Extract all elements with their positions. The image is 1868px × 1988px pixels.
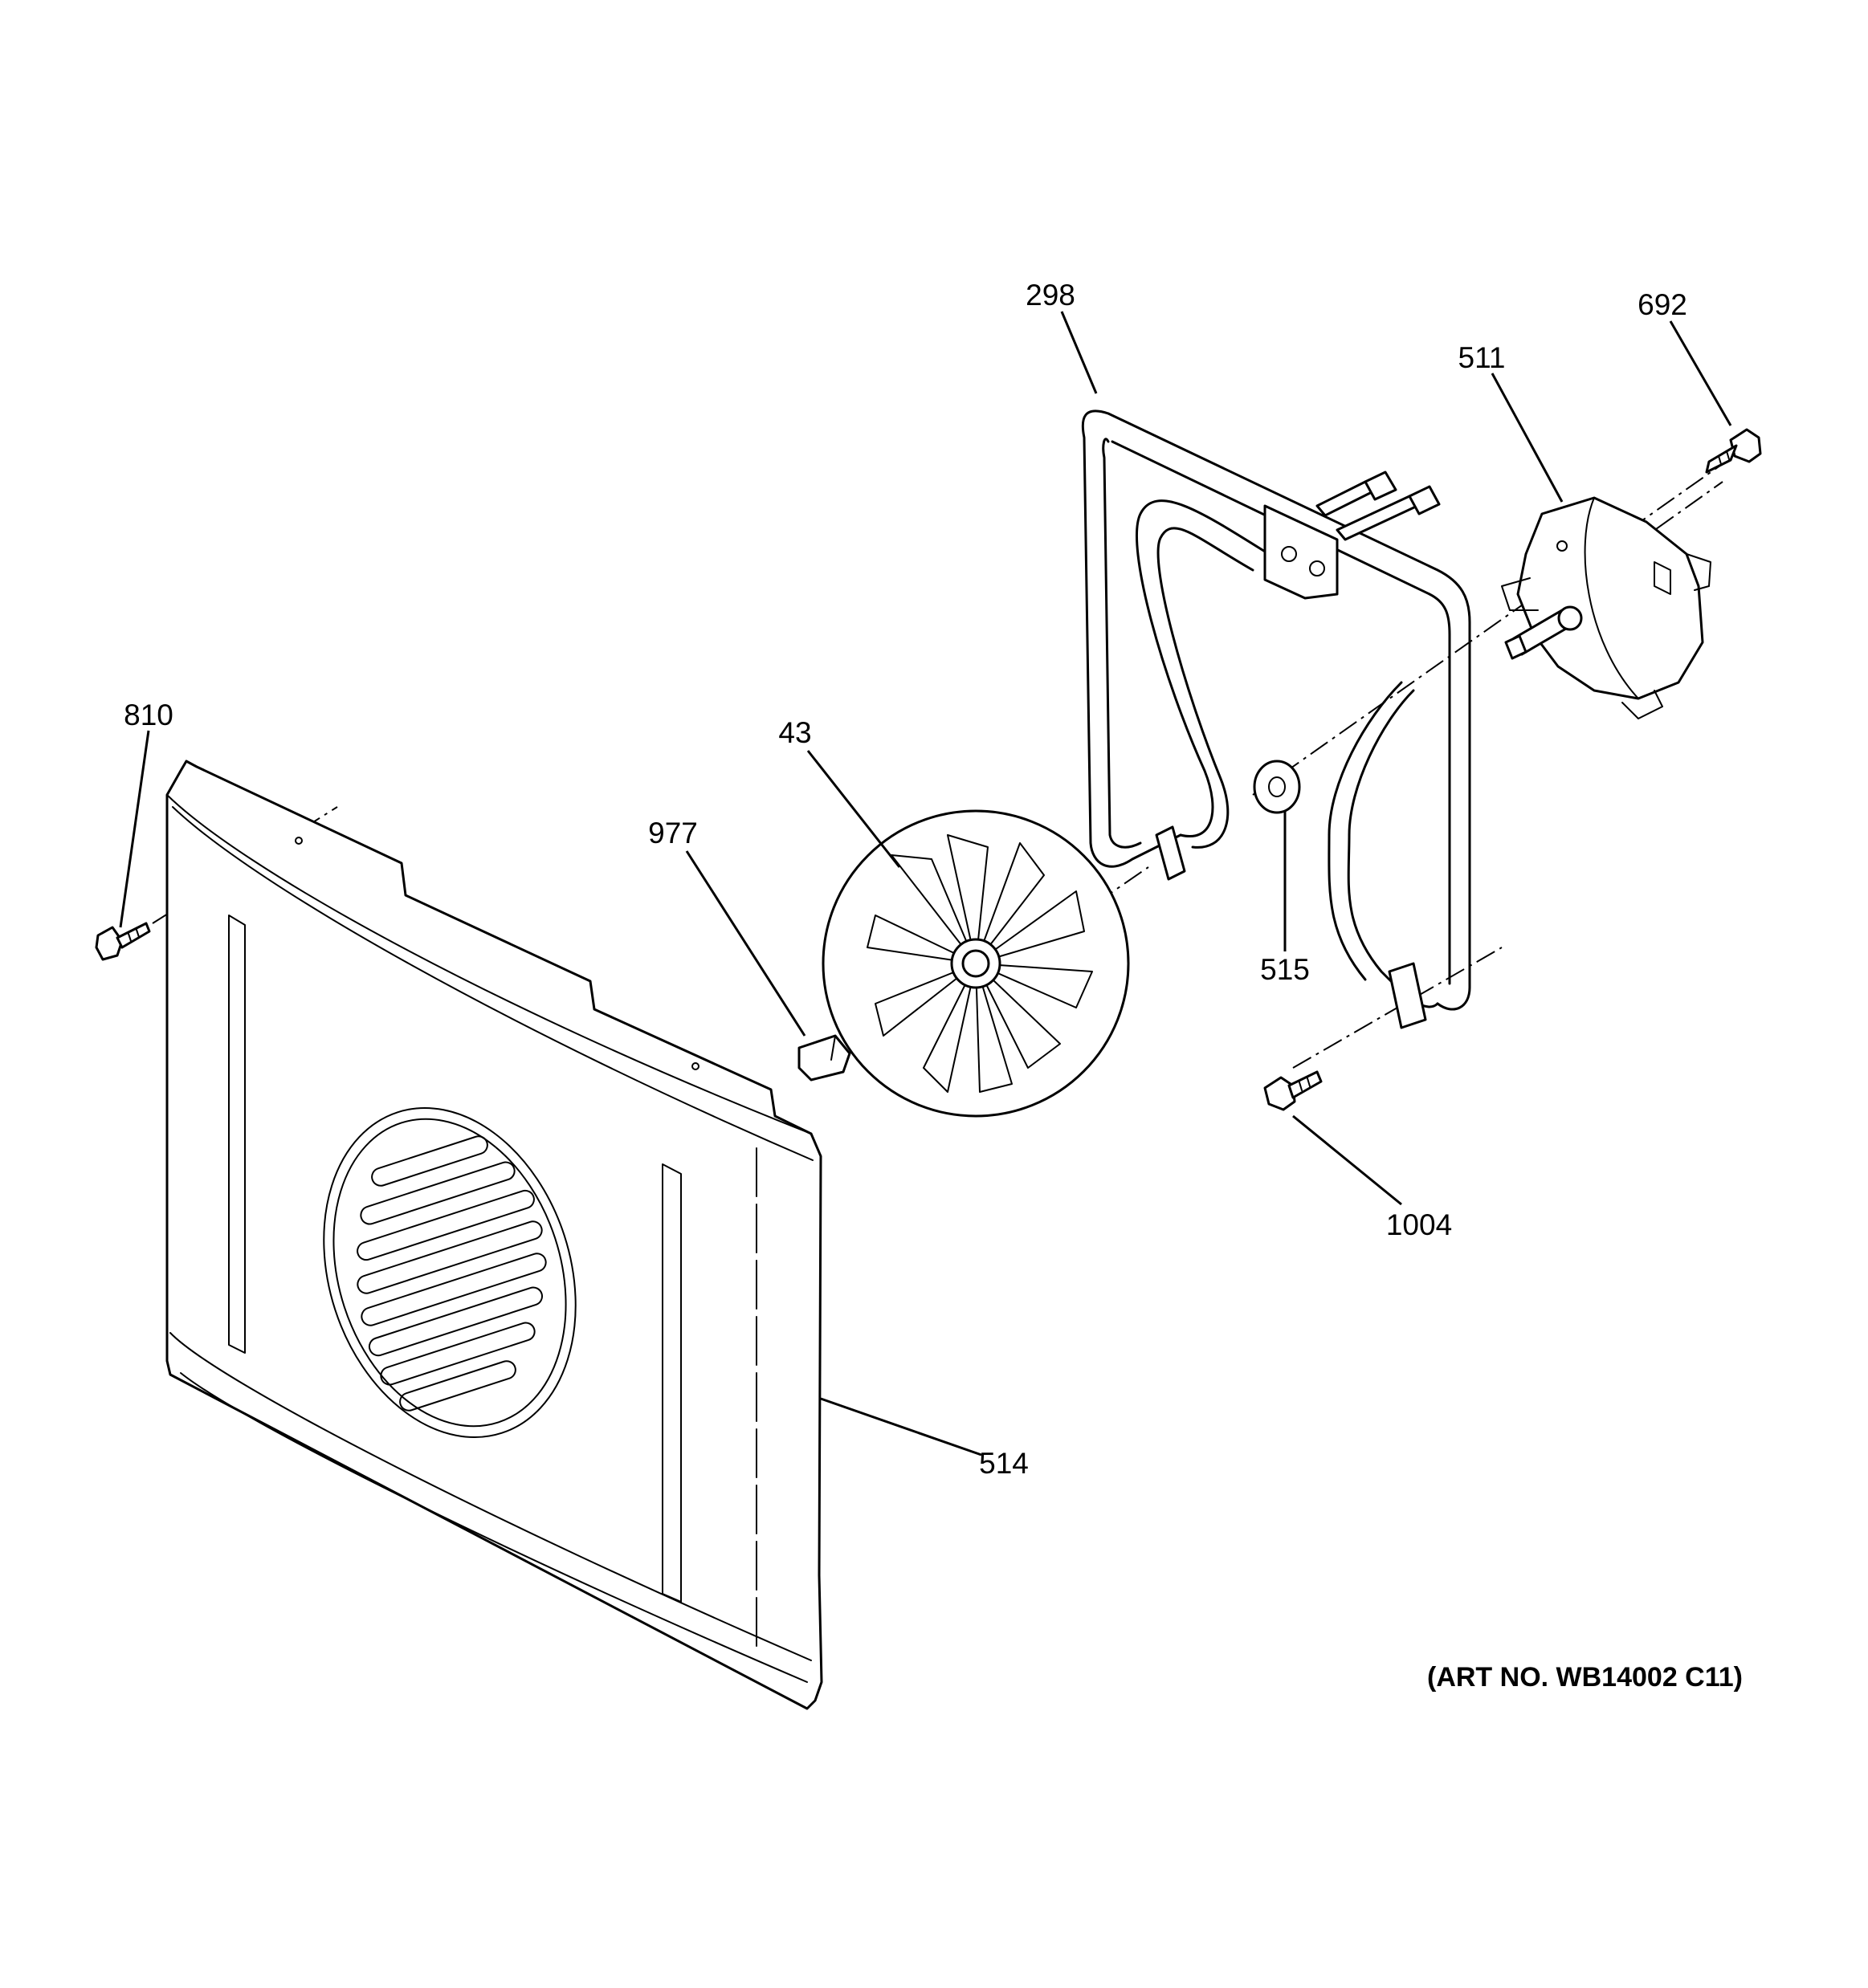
callout-1004: 1004 [1386, 1208, 1452, 1241]
callout-43: 43 [778, 716, 811, 749]
heating-element [1081, 409, 1471, 1029]
callout-298: 298 [1026, 279, 1075, 312]
screw-810 [95, 922, 151, 961]
grille-slots [357, 1135, 547, 1412]
screw-1004 [1263, 1070, 1323, 1111]
leader-lines [119, 311, 1732, 1456]
callout-692: 692 [1638, 288, 1687, 321]
fan-blade [822, 809, 1130, 1118]
callout-810: 810 [124, 699, 173, 731]
callout-511: 511 [1458, 341, 1506, 374]
fan-blades-spokes [867, 834, 1093, 1093]
art-number-label: (ART NO. WB14002 C11) [1427, 1662, 1743, 1693]
callout-515: 515 [1260, 953, 1310, 986]
callout-labels: 298 692 511 810 43 977 515 1004 514 [124, 279, 1687, 1480]
screw-692 [1705, 428, 1762, 474]
fan-motor [1501, 496, 1711, 719]
nut-977 [797, 1034, 851, 1082]
callout-514: 514 [979, 1447, 1029, 1480]
fan-cover-panel [165, 760, 823, 1710]
callout-977: 977 [648, 817, 698, 849]
washer-515 [1253, 760, 1301, 814]
